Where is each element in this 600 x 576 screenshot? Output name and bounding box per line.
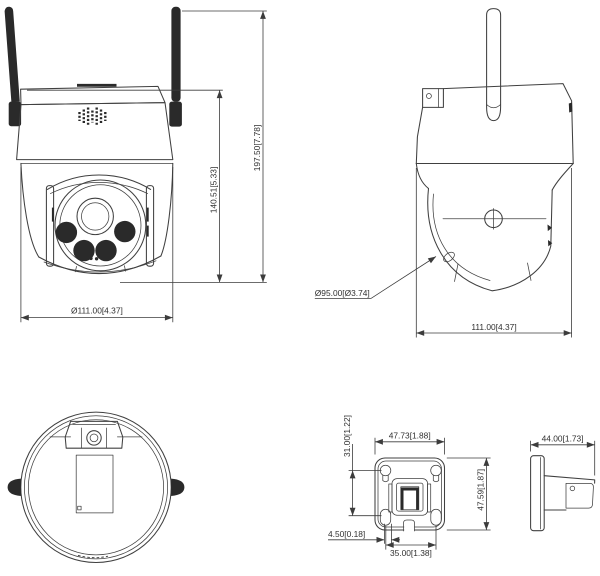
dim-mount-plate-height: 47.59[1.87] [476,469,486,511]
dome-seg-tick [527,262,532,281]
ball-tick [124,265,126,272]
wall-plate-outer [374,457,446,531]
cable-boss-mid [396,482,424,512]
dim-front-body-height: 140.51[5.33] [208,167,218,214]
ir-led [114,220,136,243]
keyhole-slot [430,464,442,483]
yoke-bar-right [145,185,155,267]
dim-mount-plate-width: 47.73[1.88] [389,431,431,441]
mount-front-view: 47.73[1.88] 31.00[1.22] 47.59[1.87] 4.50… [328,415,491,558]
side-notch-mark [568,102,573,113]
side-antenna-icon [486,8,502,122]
left-antenna-joint [8,101,22,127]
yoke-bar-left [45,185,55,267]
dim-mount-hole-spacing-vertical: 31.00[1.22] [342,415,352,457]
hinge-screw-icon [426,93,432,99]
housing-bottom-outer [38,255,162,275]
mount-ring-outer [86,430,102,446]
ir-led [55,221,78,244]
antenna-knob-left [7,478,21,496]
dim-side-dome-diameter: Ø95.00[Ø3.74] [315,288,370,298]
side-dome-outer [427,187,553,292]
bottom-view [7,411,185,564]
dim-mount-depth: 44.00[1.73] [542,434,584,444]
camera-lens-inner [81,202,110,231]
ball-tick [74,266,77,273]
bracket-arm-top [543,475,596,484]
side-rail [388,483,393,513]
speaker-grille-icon [78,107,107,126]
antenna-bracket [64,420,124,449]
head-face [16,102,174,161]
ir-led [95,239,117,262]
housing-bottom-inner [43,260,157,273]
vent-dashed-line [77,554,109,559]
right-antenna-joint [169,101,182,127]
camera-lens-outer [76,197,114,236]
yoke-arc-inner [50,182,148,194]
side-antenna-cap [486,104,501,109]
dim-mount-slot-width: 4.50[0.18] [328,529,365,539]
side-left-edge [415,106,424,165]
side-view: Ø95.00[Ø3.74] 111.00[4.37] [315,8,574,338]
dim-side-width: 111.00[4.37] [471,322,516,332]
ir-led [73,239,95,262]
mic-dot [94,257,99,261]
antenna-knob-right [171,478,185,496]
yoke-hinge-mark [146,207,149,222]
bracket-wedge [548,240,553,247]
dome-oval-detail [443,251,455,263]
dome-seg-tick [454,263,459,282]
yoke-arc-outer [46,174,152,190]
base-ring-mid [24,415,168,560]
dim-mount-hole-spacing-horizontal: 35.00[1.38] [390,548,432,558]
label-area [75,454,114,514]
side-housing-right [551,162,574,191]
label-corner-tick [77,505,82,511]
keyhole-slot [379,464,392,483]
side-rail [427,483,432,513]
yoke-hinge-mark [51,207,54,222]
side-top-edge [442,83,574,165]
cable-notch [403,519,415,532]
wall-plate-inner [377,460,442,528]
yoke-hinge-mark [146,225,149,237]
mount-side-view: 44.00[1.73] [530,434,596,532]
screw-slot [430,508,442,526]
wall-plate-profile [530,455,545,532]
dim-front-total-height: 197.50[7.78] [252,125,262,172]
base-ring-inner [28,419,164,556]
cable-boss-frame [400,486,420,511]
side-housing-left [415,162,430,190]
bracket-pad [565,483,594,509]
dim-front-base-diameter: Ø111.00[4.37] [71,305,123,315]
mount-ring-inner [89,433,99,443]
right-antenna-icon [171,6,181,102]
top-cap [20,85,166,106]
front-view: 140.51[5.33] 197.50[7.78] Ø111.00[4.37] [4,6,267,323]
camera-ball-outer [54,179,147,272]
left-antenna-icon [4,6,20,103]
bracket-wedge [547,224,552,232]
mic-dot [89,256,93,261]
side-dome-inner [432,193,491,281]
screw-slot [379,508,392,526]
antenna-hinge-block [422,88,444,108]
housing-left-edge [20,162,40,258]
pad-screw-icon [569,485,576,492]
housing-right-edge [160,162,174,257]
